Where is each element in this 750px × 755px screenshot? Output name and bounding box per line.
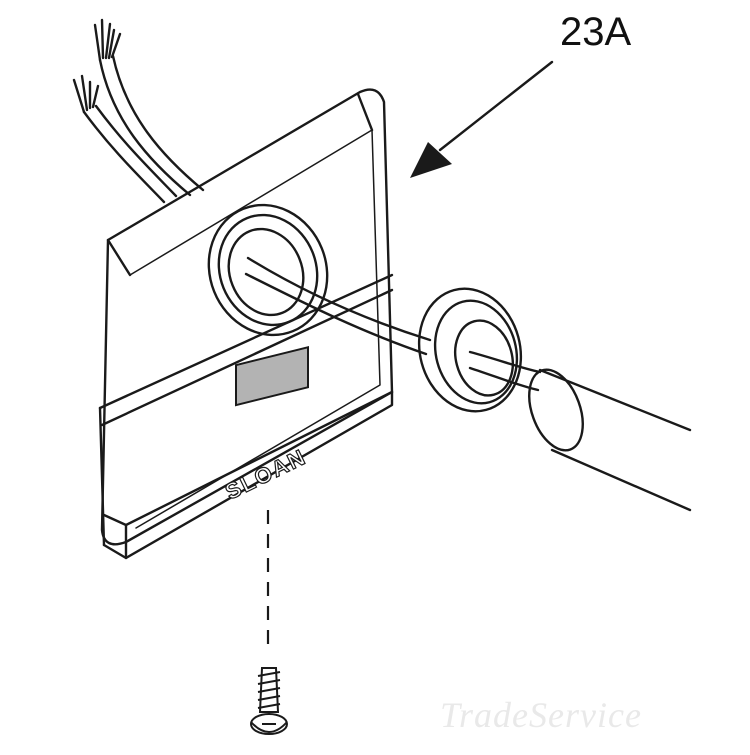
callout-arrowhead bbox=[410, 142, 452, 178]
callout-arrow bbox=[438, 60, 554, 152]
grommet bbox=[417, 287, 523, 413]
sensor-cover-plate bbox=[98, 88, 394, 560]
cable-hole-ring bbox=[207, 203, 329, 337]
brand-logo-text: SLOAN bbox=[221, 444, 310, 505]
watermark-text: TradeService bbox=[440, 695, 642, 735]
mounting-screw bbox=[250, 667, 288, 735]
callout-label: 23A bbox=[560, 10, 632, 54]
cable-housing-cylinder bbox=[528, 368, 692, 512]
sensor-window bbox=[235, 345, 309, 407]
lead-wires bbox=[72, 18, 205, 204]
